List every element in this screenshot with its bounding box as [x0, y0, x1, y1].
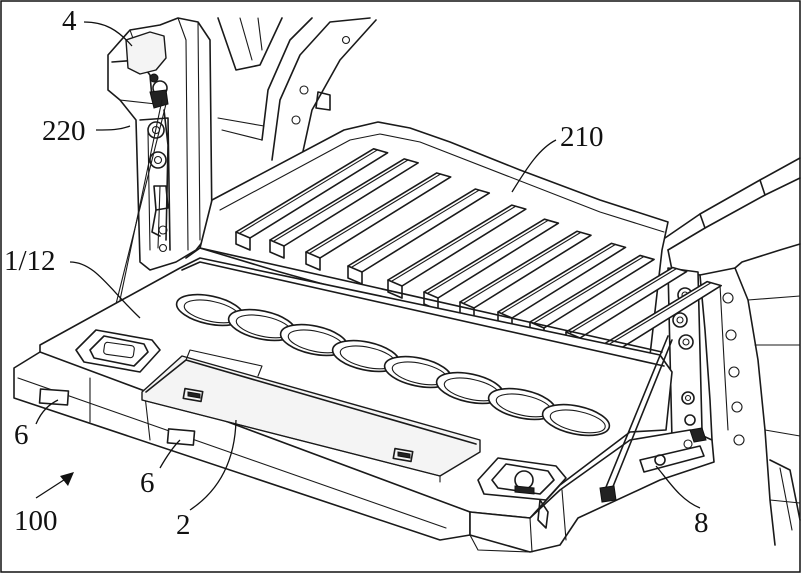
left-pillar — [107, 17, 213, 271]
leader-2 — [189, 419, 237, 511]
cab-rear — [217, 17, 377, 166]
strap-assembly-220 — [115, 99, 169, 305]
label-6-center: 6 — [140, 467, 155, 499]
leader-8 — [655, 465, 701, 509]
label-4: 4 — [62, 5, 77, 37]
leader-220 — [95, 125, 131, 131]
tailgate-slots — [175, 293, 611, 437]
label-2: 2 — [176, 509, 191, 541]
leader-6-center — [159, 439, 181, 469]
label-8: 8 — [694, 507, 709, 539]
tailgate-slot — [331, 339, 401, 373]
bed-rib — [459, 230, 592, 321]
label-plates-6 — [38, 388, 196, 446]
bed-rib — [387, 204, 527, 299]
corner-pocket-right — [477, 457, 567, 501]
bed-rib — [423, 218, 560, 311]
reference-labels: 4 220 210 1/12 6 6 100 2 8 — [4, 5, 709, 541]
bed-rib — [269, 158, 419, 259]
corner-pocket-left — [75, 329, 161, 373]
bed-ribs — [235, 148, 722, 363]
arrowhead-100 — [60, 472, 74, 486]
bed-rib — [305, 172, 452, 271]
leader-1-12 — [69, 261, 141, 319]
label-210: 210 — [560, 121, 604, 153]
bed-rib — [235, 148, 389, 251]
latch-4 — [125, 31, 169, 109]
label-plate-center — [166, 428, 196, 446]
label-6-left: 6 — [14, 419, 29, 451]
step-panel-2 — [141, 349, 481, 483]
label-100: 100 — [14, 505, 58, 537]
leader-4 — [83, 21, 133, 47]
tailgate-slot — [541, 403, 611, 437]
bed-rib — [347, 188, 491, 285]
support-cable-8 — [537, 335, 707, 529]
leader-6-left — [35, 399, 59, 425]
bed-rib — [565, 266, 688, 351]
leader-210 — [511, 139, 557, 193]
tailgate-1-12 — [13, 247, 715, 553]
label-220: 220 — [42, 115, 86, 147]
label-plate-left — [38, 388, 70, 406]
label-1-12: 1/12 — [4, 245, 56, 277]
